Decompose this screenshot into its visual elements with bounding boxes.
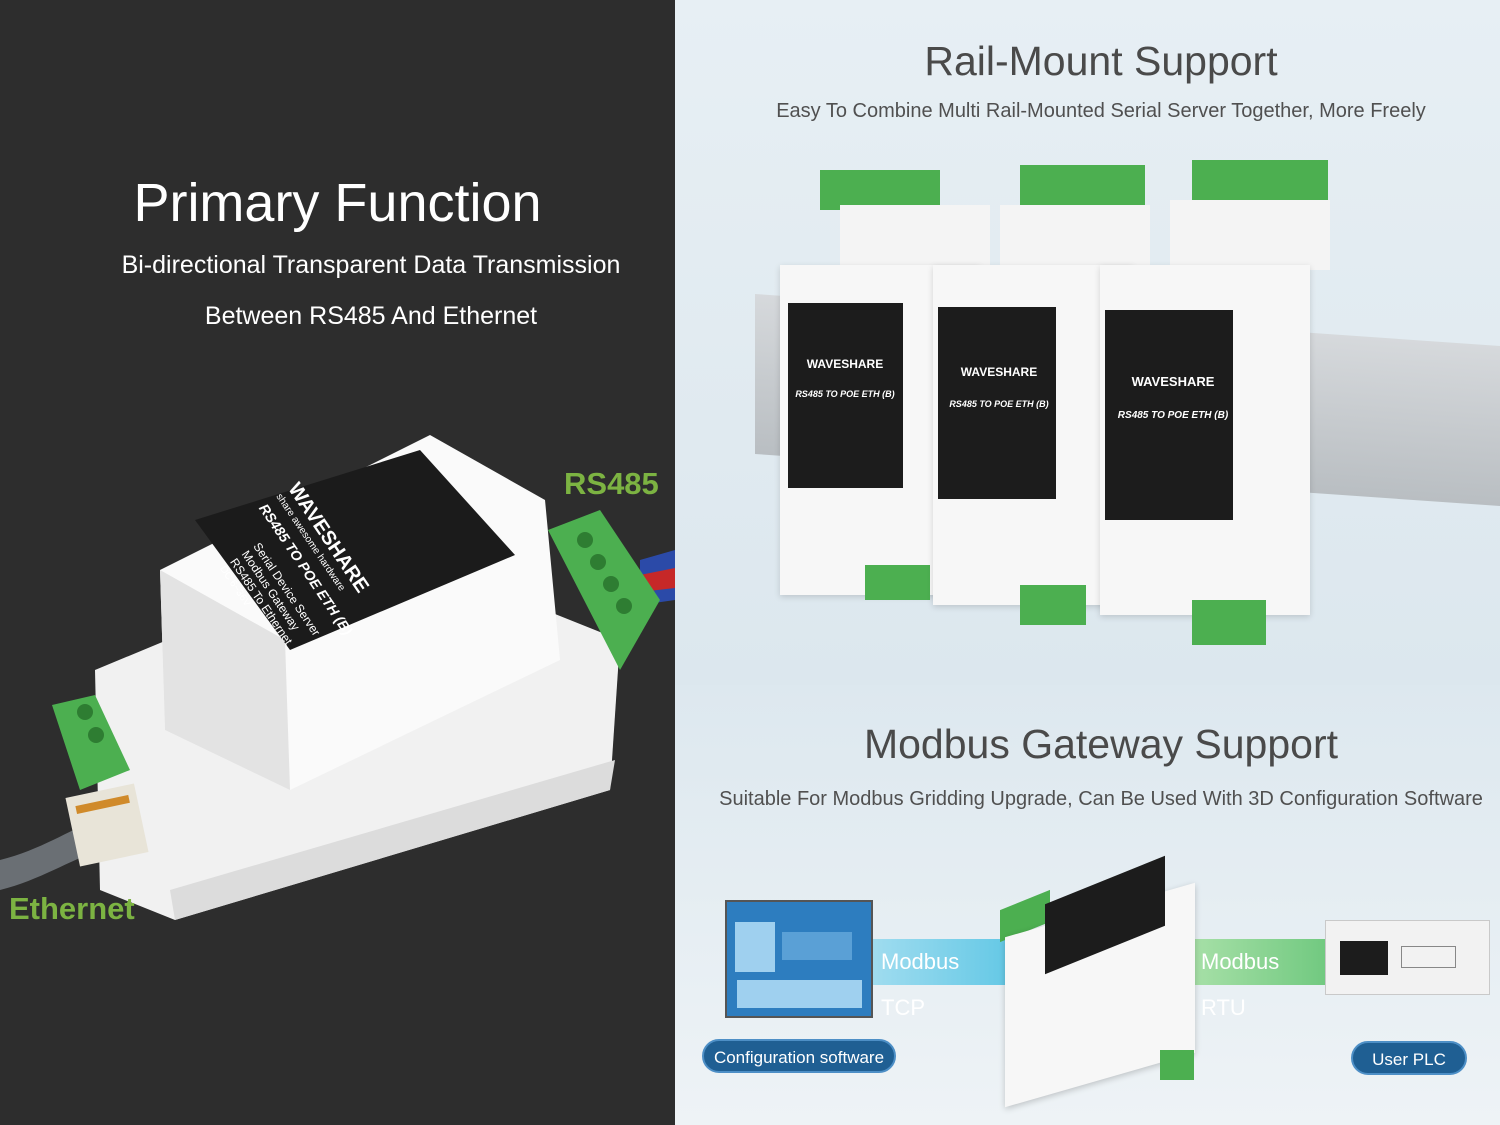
rail-device-2-brand: WAVESHARE (960, 365, 1038, 379)
primary-function-title: Primary Function (133, 173, 542, 233)
rail-device-1-brand: WAVESHARE (806, 357, 884, 371)
rail-device-1-label (788, 303, 903, 488)
rail-mount-title: Rail-Mount Support (924, 38, 1278, 84)
rj45-plug (65, 783, 149, 867)
ethernet-label: Ethernet (9, 891, 135, 926)
rail-device-3-model: RS485 TO POE ETH (B) (1117, 410, 1229, 421)
rail-device-2-model: RS485 TO POE ETH (B) (949, 399, 1049, 409)
rail-mount-section: Rail-Mount Support Easy To Combine Multi… (675, 0, 1500, 685)
rail-device-3-label (1105, 310, 1233, 520)
rail-mount-subtitle: Easy To Combine Multi Rail-Mounted Seria… (776, 100, 1426, 122)
configuration-software-pill: Configuration software (702, 1039, 896, 1073)
user-plc-device (1325, 920, 1490, 995)
primary-function-panel: Primary Function Bi-directional Transpar… (0, 0, 675, 1125)
features-panel: Rail-Mount Support Easy To Combine Multi… (675, 0, 1500, 1125)
power-terminal-block (52, 695, 130, 790)
primary-function-line1: Bi-directional Transparent Data Transmis… (121, 251, 621, 279)
primary-function-line2: Between RS485 And Ethernet (204, 302, 538, 330)
user-plc-pill: User PLC (1351, 1041, 1467, 1075)
modbus-gateway-title: Modbus Gateway Support (863, 721, 1339, 767)
rail-device-3-brand: WAVESHARE (1131, 374, 1215, 389)
gateway-device (1000, 855, 1200, 1110)
modbus-rtu-band: Modbus RTU (1187, 939, 1327, 1020)
rs485-terminal-block (548, 510, 660, 670)
device-illustration-large (0, 435, 675, 920)
rs485-label: RS485 (564, 466, 659, 501)
configuration-software-screen (725, 900, 873, 1018)
device-front-label (195, 450, 515, 650)
rail-device-1-model: RS485 TO POE ETH (B) (795, 389, 895, 399)
rail-device-2 (933, 165, 1150, 625)
rail-device-2-label (938, 307, 1056, 499)
modbus-tcp-band: Modbus TCP (873, 939, 1005, 1020)
rail-device-3 (1100, 160, 1330, 645)
modbus-gateway-section: Modbus Gateway Support Suitable For Modb… (675, 685, 1500, 1125)
modbus-gateway-subtitle: Suitable For Modbus Gridding Upgrade, Ca… (719, 788, 1483, 810)
